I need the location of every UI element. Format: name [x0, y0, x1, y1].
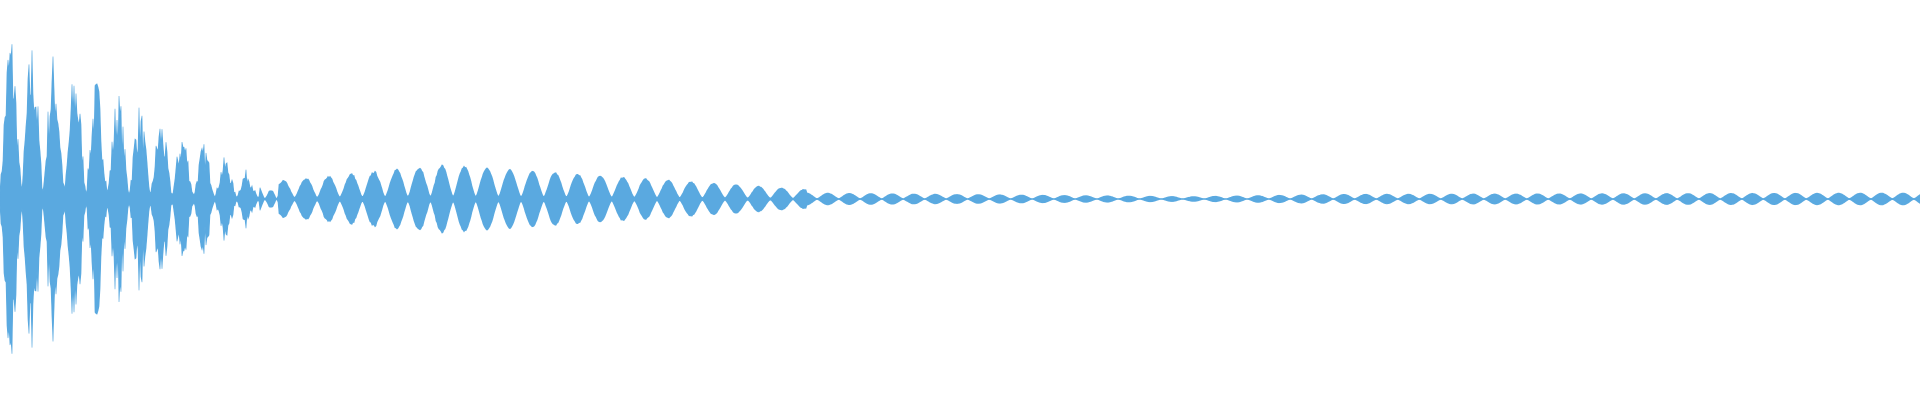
- waveform-center-line: [0, 198, 1920, 200]
- waveform-shape: [0, 44, 1920, 354]
